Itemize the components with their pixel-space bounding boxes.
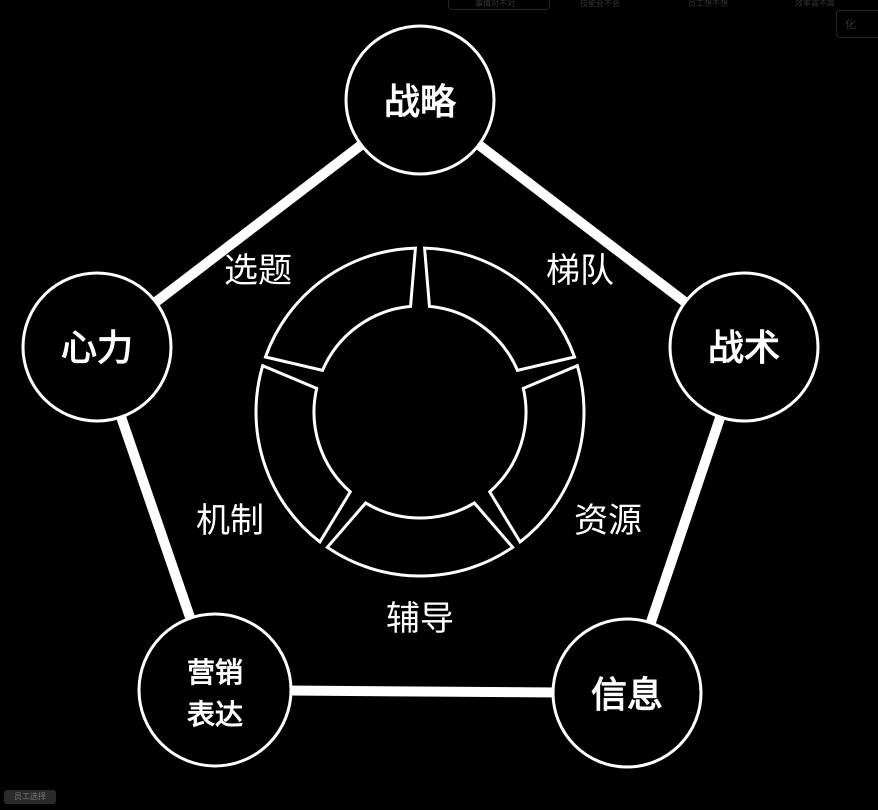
bg-side-label: 化 <box>845 18 856 31</box>
segment-label: 资源 <box>574 501 642 541</box>
ring-segment <box>325 501 515 578</box>
bg-side-box <box>836 10 878 38</box>
node-label: 战术 <box>708 328 780 369</box>
ring-segment <box>422 246 577 373</box>
center-ring <box>254 246 586 578</box>
bg-employee-choice-button: 员工选择 <box>4 790 56 804</box>
ring-segment <box>254 363 353 545</box>
node-mind <box>21 271 173 423</box>
node-label: 信息 <box>591 675 663 716</box>
bg-header-label: 效率高不高 <box>795 0 835 8</box>
node-label: 营销 <box>187 656 243 689</box>
segment-label: 辅导 <box>386 599 454 639</box>
ring-segment <box>263 246 418 373</box>
segment-label: 机制 <box>196 501 264 541</box>
ring-segment <box>487 363 586 545</box>
node-label: 心力 <box>61 328 133 369</box>
bg-header-cell <box>448 0 550 10</box>
node-label: 表达 <box>187 698 243 731</box>
node-information <box>551 617 703 769</box>
node-label: 战略 <box>384 82 457 123</box>
segment-label: 梯队 <box>546 251 614 291</box>
bg-header-label: 技能会不会 <box>580 0 620 8</box>
bg-header-label: 事情对不对 <box>475 0 515 8</box>
bg-header-label: 员工想不想 <box>688 0 728 8</box>
node-marketing <box>137 612 293 768</box>
node-tactics <box>668 271 820 423</box>
node-strategy <box>344 24 496 176</box>
segment-label: 选题 <box>224 251 292 291</box>
